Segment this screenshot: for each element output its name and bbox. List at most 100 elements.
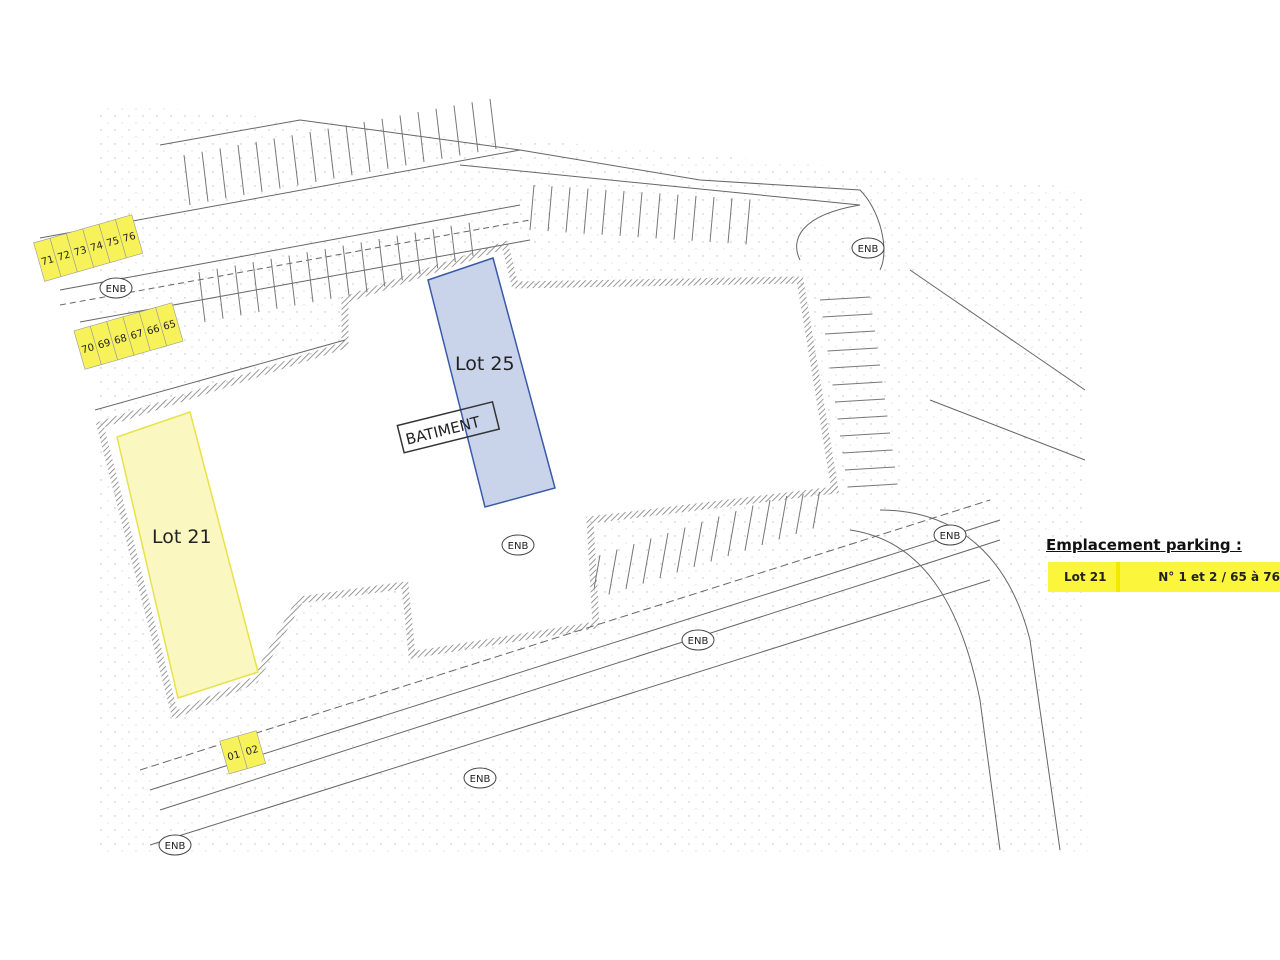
legend-lot: Lot 21	[1048, 562, 1121, 592]
legend-row: Lot 21 N° 1 et 2 / 65 à 76	[1048, 562, 1280, 592]
stall-line	[709, 196, 715, 243]
parking-space-67: 67	[122, 311, 151, 356]
stall-line	[601, 189, 607, 235]
svg-text:74: 74	[89, 240, 104, 254]
stall-line	[255, 141, 263, 192]
svg-text:72: 72	[56, 249, 71, 263]
svg-text:68: 68	[113, 333, 128, 347]
svg-text:66: 66	[146, 323, 161, 337]
stall-line	[529, 184, 535, 231]
stall-line	[399, 115, 407, 166]
lot-21-label: Lot 21	[152, 526, 212, 548]
stall-line	[288, 255, 296, 306]
stall-line	[727, 198, 733, 244]
svg-text:ENB: ENB	[858, 244, 879, 255]
legend-title: Emplacement parking :	[1046, 536, 1242, 554]
stall-line	[453, 105, 461, 156]
parking-space-75: 75	[98, 219, 127, 263]
stall-line	[745, 199, 751, 245]
parking-space-76: 76	[114, 214, 144, 259]
stall-line	[273, 138, 281, 189]
enb-label: ENB	[851, 237, 885, 259]
parking-space-65: 65	[155, 302, 184, 347]
lot-21-area	[116, 411, 259, 699]
stall-line	[744, 505, 754, 551]
svg-text:ENB: ENB	[508, 541, 529, 552]
stall-line	[837, 415, 888, 420]
parking-space-68: 68	[106, 316, 135, 361]
enb-label: ENB	[99, 277, 133, 299]
stall-line	[761, 499, 771, 546]
stall-line	[565, 187, 571, 233]
stall-line	[583, 188, 589, 234]
stall-line	[655, 193, 661, 239]
stall-line	[309, 131, 317, 182]
enb-label: ENB	[933, 524, 967, 546]
stall-line	[839, 432, 891, 437]
svg-text:ENB: ENB	[470, 774, 491, 785]
stall-line	[183, 154, 191, 206]
stall-line	[270, 258, 278, 309]
stall-line	[619, 190, 625, 237]
stall-line	[345, 125, 353, 176]
stall-line	[306, 252, 314, 303]
svg-text:71: 71	[40, 254, 55, 268]
building-outline	[95, 240, 840, 720]
svg-text:ENB: ENB	[106, 284, 127, 295]
legend-spaces: N° 1 et 2 / 65 à 76	[1158, 570, 1280, 584]
svg-text:69: 69	[97, 337, 112, 351]
stall-line	[234, 265, 242, 316]
stall-line	[693, 521, 703, 568]
stall-line	[827, 347, 878, 352]
parking-space-70: 70	[73, 325, 102, 370]
stall-line	[342, 245, 350, 296]
stall-line	[608, 549, 618, 595]
stall-line	[219, 148, 227, 199]
stall-line	[659, 532, 669, 579]
svg-text:ENB: ENB	[688, 636, 709, 647]
stall-line	[842, 449, 893, 454]
stall-line	[844, 466, 896, 471]
stall-line	[673, 194, 679, 240]
stall-line	[435, 108, 443, 159]
parking-space-72: 72	[49, 233, 78, 278]
svg-text:01: 01	[226, 749, 241, 763]
stall-line	[710, 516, 720, 562]
stall-line	[381, 118, 389, 169]
stall-line	[471, 102, 479, 153]
stall-line	[417, 112, 425, 163]
enb-label: ENB	[158, 834, 192, 856]
parking-space-66: 66	[138, 307, 168, 351]
enb-labels: ENB ENB ENB ENB ENB ENB ENB	[99, 237, 967, 856]
lot-25-label: Lot 25	[455, 353, 515, 375]
stall-line	[291, 135, 299, 186]
parking-space-74: 74	[82, 223, 111, 268]
stall-line	[824, 330, 876, 335]
svg-text:73: 73	[73, 245, 88, 259]
stall-line	[363, 121, 371, 173]
svg-text:70: 70	[80, 342, 95, 356]
stall-line	[832, 381, 883, 386]
stall-line	[198, 271, 206, 323]
enb-label: ENB	[463, 767, 497, 789]
stall-line	[642, 538, 652, 584]
stall-line	[237, 145, 245, 196]
svg-text:76: 76	[122, 231, 137, 245]
legend: Emplacement parking : Lot 21 N° 1 et 2 /…	[1046, 536, 1280, 592]
stall-line	[676, 527, 686, 573]
stall-line	[822, 313, 873, 318]
stall-line	[847, 483, 898, 488]
stall-line	[327, 128, 335, 179]
stall-line	[216, 268, 224, 319]
svg-text:67: 67	[129, 328, 144, 342]
stall-line	[778, 494, 788, 540]
stall-line	[378, 238, 386, 290]
svg-text:ENB: ENB	[940, 531, 961, 542]
stall-line	[727, 510, 737, 557]
svg-text:02: 02	[245, 744, 260, 758]
stall-line	[625, 543, 635, 590]
lot-25-area	[427, 257, 556, 508]
stall-line	[324, 248, 332, 299]
